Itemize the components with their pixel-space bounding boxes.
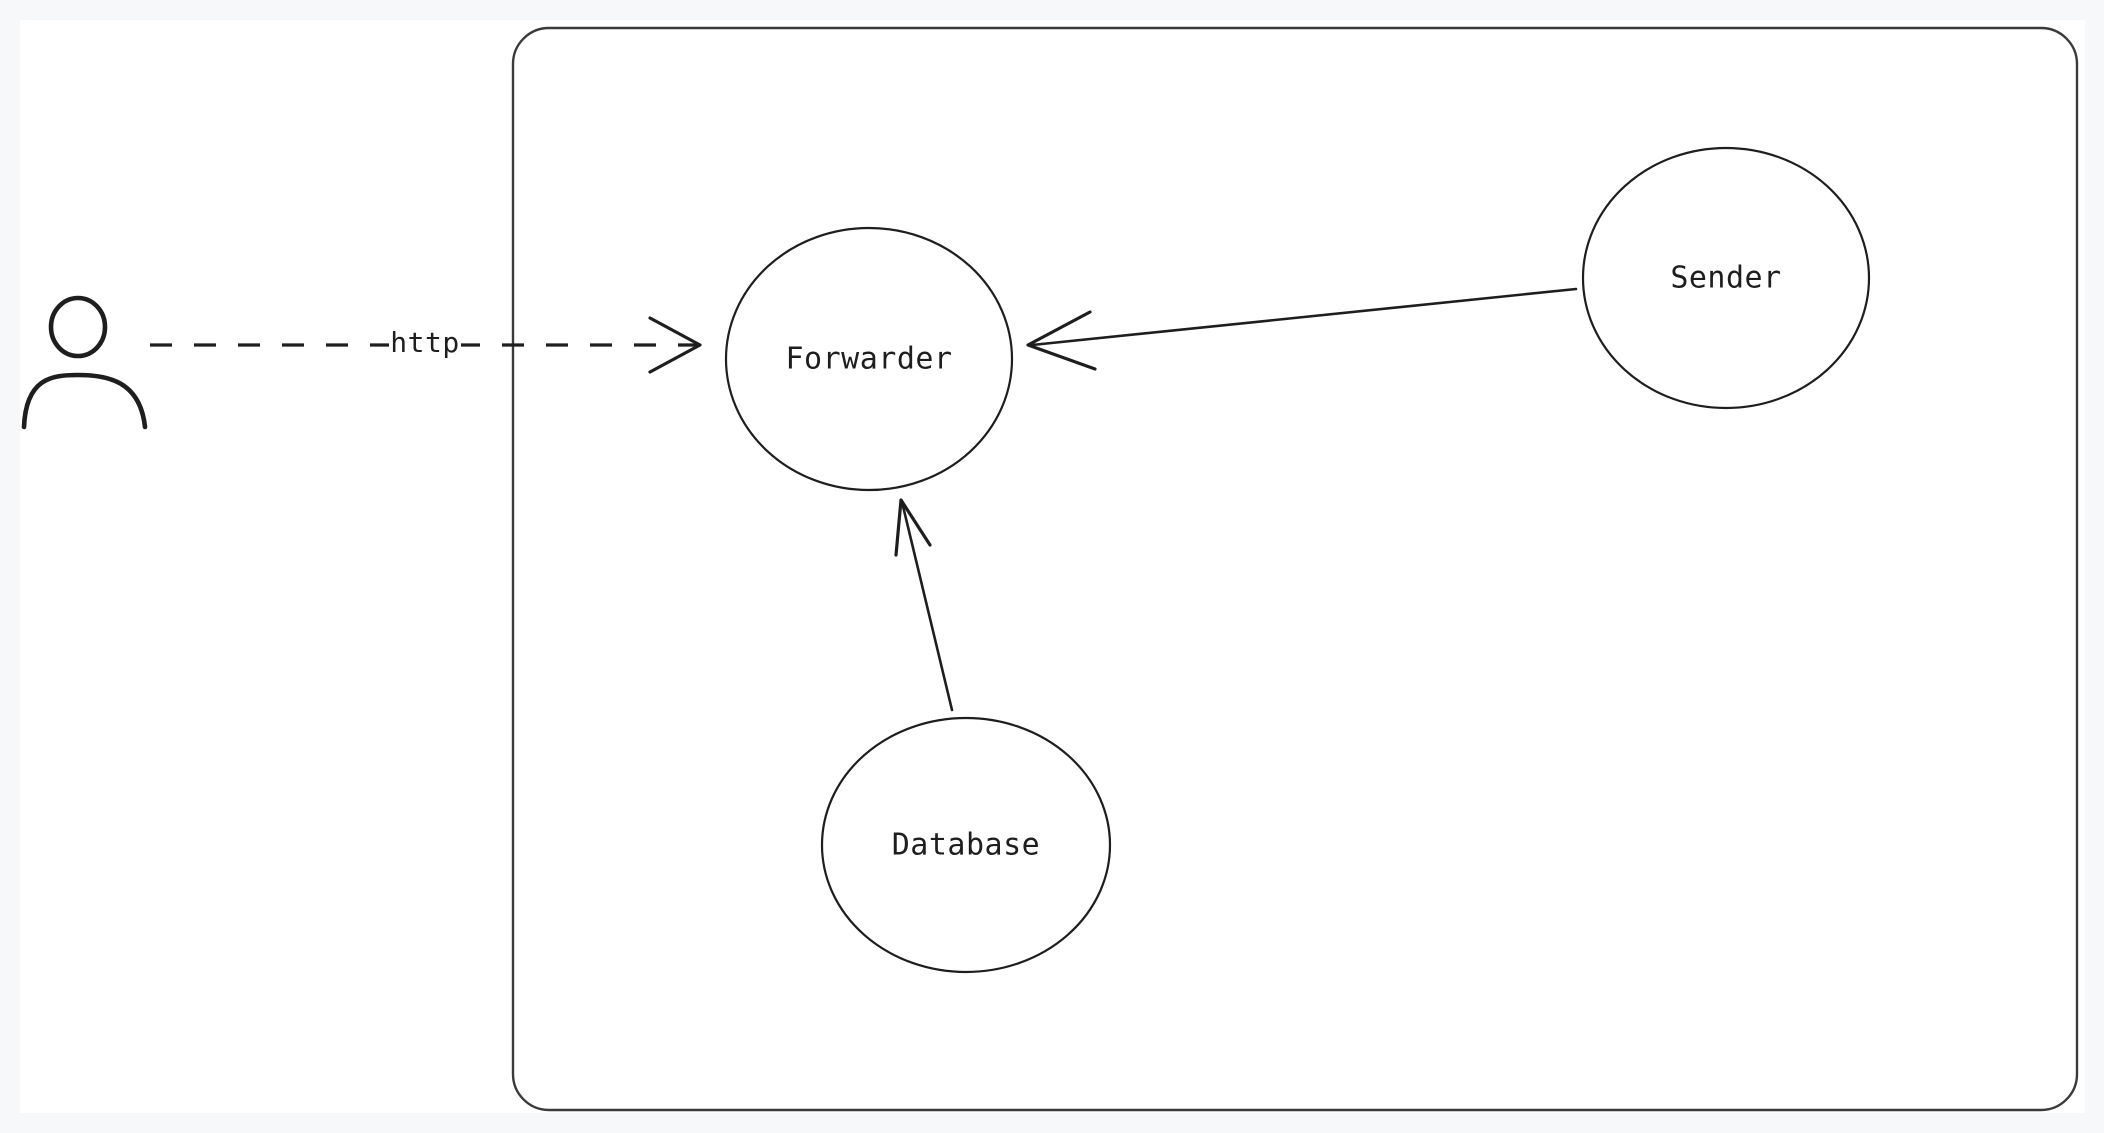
node-ellipse[interactable] bbox=[820, 716, 1112, 974]
edge-sender-to-forwarder[interactable] bbox=[1026, 287, 1578, 371]
edge-label-http: http bbox=[390, 326, 459, 359]
node-forwarder[interactable]: Forwarder bbox=[724, 226, 1014, 492]
user-actor[interactable] bbox=[21, 295, 148, 430]
actor-body-icon bbox=[21, 372, 148, 430]
actor-head-icon bbox=[48, 295, 108, 359]
node-ellipse[interactable] bbox=[1581, 146, 1871, 410]
system-boundary-container[interactable] bbox=[511, 26, 2079, 1112]
node-label-sender: Sender bbox=[1670, 261, 1781, 296]
node-sender[interactable]: Sender bbox=[1581, 146, 1871, 410]
arrowhead-icon bbox=[648, 316, 702, 374]
node-label-database: Database bbox=[892, 828, 1041, 863]
edge-label-backdrop bbox=[389, 328, 461, 360]
node-label-forwarder: Forwarder bbox=[785, 342, 952, 377]
edge-user-to-forwarder[interactable]: http bbox=[150, 316, 702, 374]
arrowhead-icon bbox=[894, 498, 932, 557]
edge-line bbox=[1030, 287, 1578, 347]
node-ellipse[interactable] bbox=[724, 226, 1014, 492]
arrowhead-icon bbox=[1026, 310, 1097, 371]
node-database[interactable]: Database bbox=[820, 716, 1112, 974]
edge-database-to-forwarder[interactable] bbox=[894, 498, 954, 712]
edge-line bbox=[900, 500, 954, 712]
